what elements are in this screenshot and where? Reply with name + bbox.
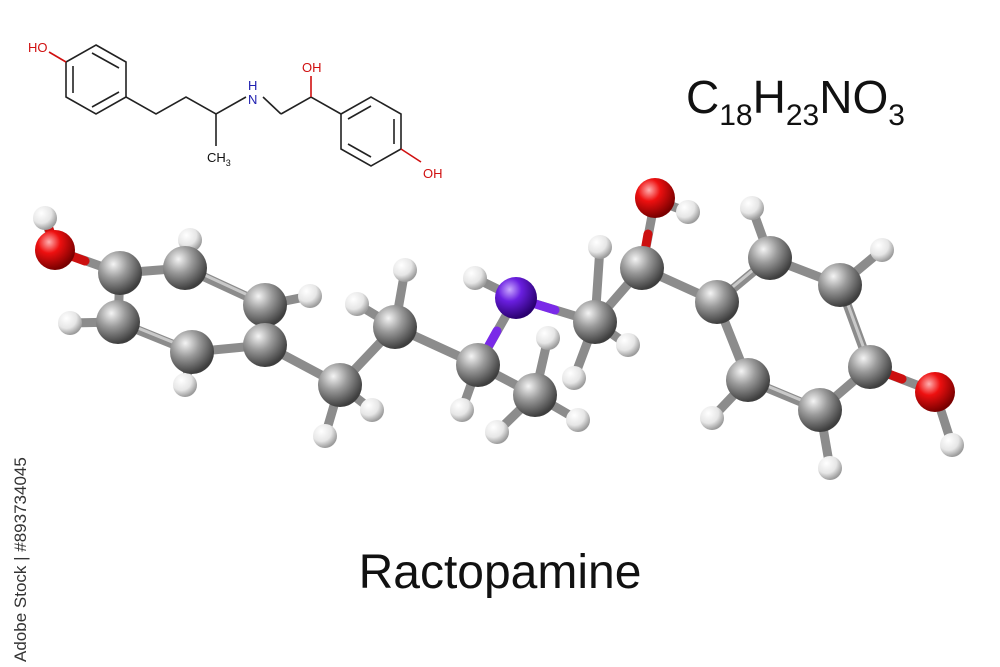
hydrogen-atom	[173, 373, 197, 397]
carbon-atom	[848, 345, 892, 389]
structural-formula	[48, 44, 422, 167]
hydrogen-atom	[940, 433, 964, 457]
carbon-atom	[170, 330, 214, 374]
carbon-atom	[98, 251, 142, 295]
hydrogen-atom	[463, 266, 487, 290]
nitrogen-atom	[495, 277, 537, 319]
hydrogen-atom	[536, 326, 560, 350]
hydrogen-atom	[360, 398, 384, 422]
hydrogen-atom	[616, 333, 640, 357]
hydrogen-atom	[562, 366, 586, 390]
hydrogen-atom	[676, 200, 700, 224]
hydrogen-atom	[485, 420, 509, 444]
carbon-atom	[695, 280, 739, 324]
formula-subscript: 23	[785, 99, 820, 132]
hydrogen-atom	[345, 292, 369, 316]
hydrogen-atom	[700, 406, 724, 430]
formula-subscript: 3	[888, 99, 905, 132]
carbon-atom	[573, 300, 617, 344]
carbon-atom	[513, 373, 557, 417]
formula-element: NO	[819, 71, 889, 123]
molecular-formula: C18H23NO3	[686, 70, 905, 133]
hydrogen-atom	[298, 284, 322, 308]
formula-element: H	[752, 71, 786, 123]
carbon-atom	[798, 388, 842, 432]
ho-label-left: HO	[28, 40, 48, 55]
right-benzene-ring	[340, 96, 402, 167]
hydrogen-atom	[313, 424, 337, 448]
hydrogen-atom	[566, 408, 590, 432]
hydrogen-atom	[178, 228, 202, 252]
hydrogen-atom	[58, 311, 82, 335]
carbon-atom	[318, 363, 362, 407]
compound-name: Ractopamine	[358, 546, 642, 599]
carbon-atom	[818, 263, 862, 307]
stock-id-text: Adobe Stock | #893734045	[11, 457, 30, 662]
formula-element: C	[686, 71, 720, 123]
hydrogen-atom	[818, 456, 842, 480]
nh-h-label: H	[248, 78, 257, 93]
carbon-atom	[243, 283, 287, 327]
oxygen-atom	[35, 230, 75, 270]
hydrogen-atom	[33, 206, 57, 230]
oxygen-atom	[915, 372, 955, 412]
carbon-atom	[243, 323, 287, 367]
oh-label-top: OH	[302, 60, 322, 75]
carbon-atom	[748, 236, 792, 280]
oh-label-right: OH	[423, 166, 443, 181]
carbon-atom	[456, 343, 500, 387]
hydrogen-atom	[450, 398, 474, 422]
carbon-atom	[620, 246, 664, 290]
ball-and-stick-model	[33, 178, 964, 480]
hydrogen-atom	[870, 238, 894, 262]
stock-id-watermark: Adobe Stock | #893734045	[11, 457, 30, 662]
carbon-atom	[373, 305, 417, 349]
carbon-atom	[96, 300, 140, 344]
carbon-atom	[726, 358, 770, 402]
hydrogen-atom	[393, 258, 417, 282]
oxygen-atom	[635, 178, 675, 218]
n-label: N	[248, 92, 257, 107]
hydrogen-atom	[588, 235, 612, 259]
ch3-label: CH3	[207, 150, 231, 168]
hydrogen-atom	[740, 196, 764, 220]
formula-subscript: 18	[719, 99, 753, 132]
carbon-atom	[163, 246, 207, 290]
